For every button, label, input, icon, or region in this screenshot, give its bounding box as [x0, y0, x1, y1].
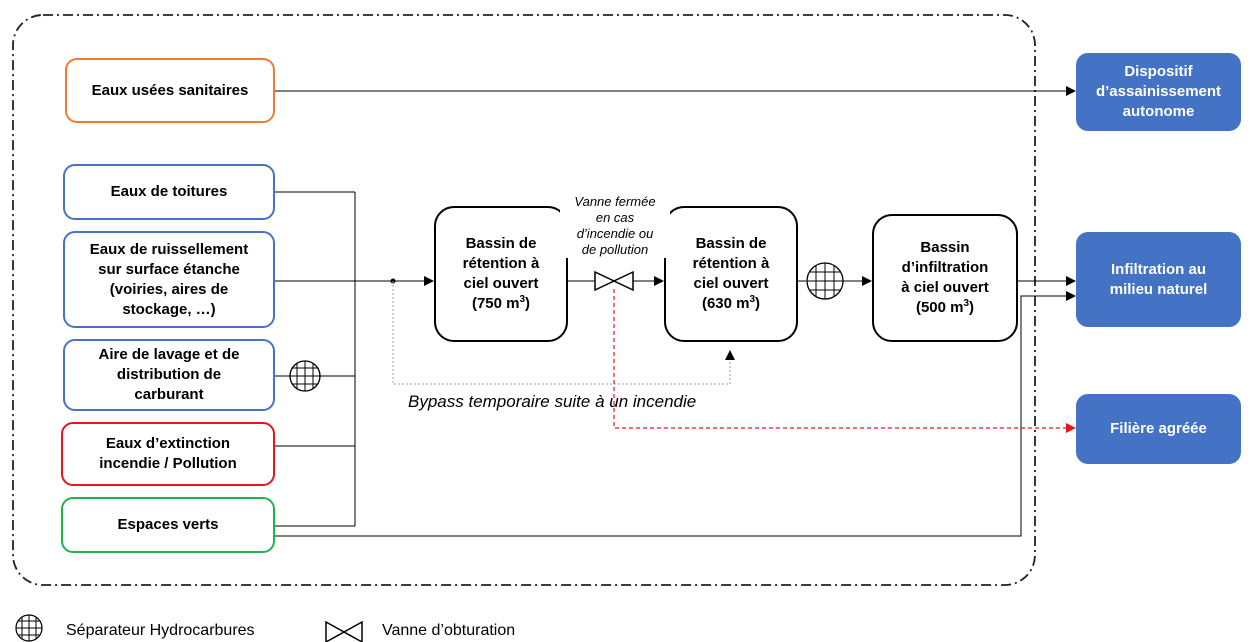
output-approved-channel: Filière agréée	[1076, 394, 1241, 464]
legend-valve-label: Vanne d’obturation	[382, 622, 516, 639]
source-roof-water: Eaux de toitures	[63, 164, 275, 220]
legend-separator-label: Séparateur Hydrocarbures	[66, 622, 255, 639]
source-washing-fuel-area: Aire de lavage et de distribution de car…	[63, 339, 275, 411]
hydrocarbon-separator-icon	[289, 360, 321, 392]
retention-basin-2: Bassin de rétention à ciel ouvert (630 m…	[664, 206, 798, 342]
valve-note: Vanne fermée en cas d’incendie ou de pol…	[560, 194, 670, 258]
hydrocarbon-separator-icon	[15, 614, 43, 642]
shutoff-valve-icon	[325, 620, 363, 642]
source-fire-extinction-water: Eaux d’extinction incendie / Pollution	[61, 422, 275, 486]
shutoff-valve-icon	[594, 270, 634, 292]
source-green-spaces: Espaces verts	[61, 497, 275, 553]
output-autonomous-sanitation: Dispositif d’assainissement autonome	[1076, 53, 1241, 131]
hydrocarbon-separator-icon	[806, 262, 844, 300]
site-boundary	[12, 14, 1036, 586]
bypass-line	[392, 281, 731, 385]
source-sanitary-wastewater: Eaux usées sanitaires	[65, 58, 275, 123]
bypass-label: Bypass temporaire suite à un incendie	[408, 392, 697, 411]
retention-basin-1: Bassin de rétention à ciel ouvert (750 m…	[434, 206, 568, 342]
output-natural-infiltration: Infiltration au milieu naturel	[1076, 232, 1241, 327]
infiltration-basin: Bassin d’infiltration à ciel ouvert (500…	[872, 214, 1018, 342]
source-runoff-water: Eaux de ruissellement sur surface étanch…	[63, 231, 275, 328]
